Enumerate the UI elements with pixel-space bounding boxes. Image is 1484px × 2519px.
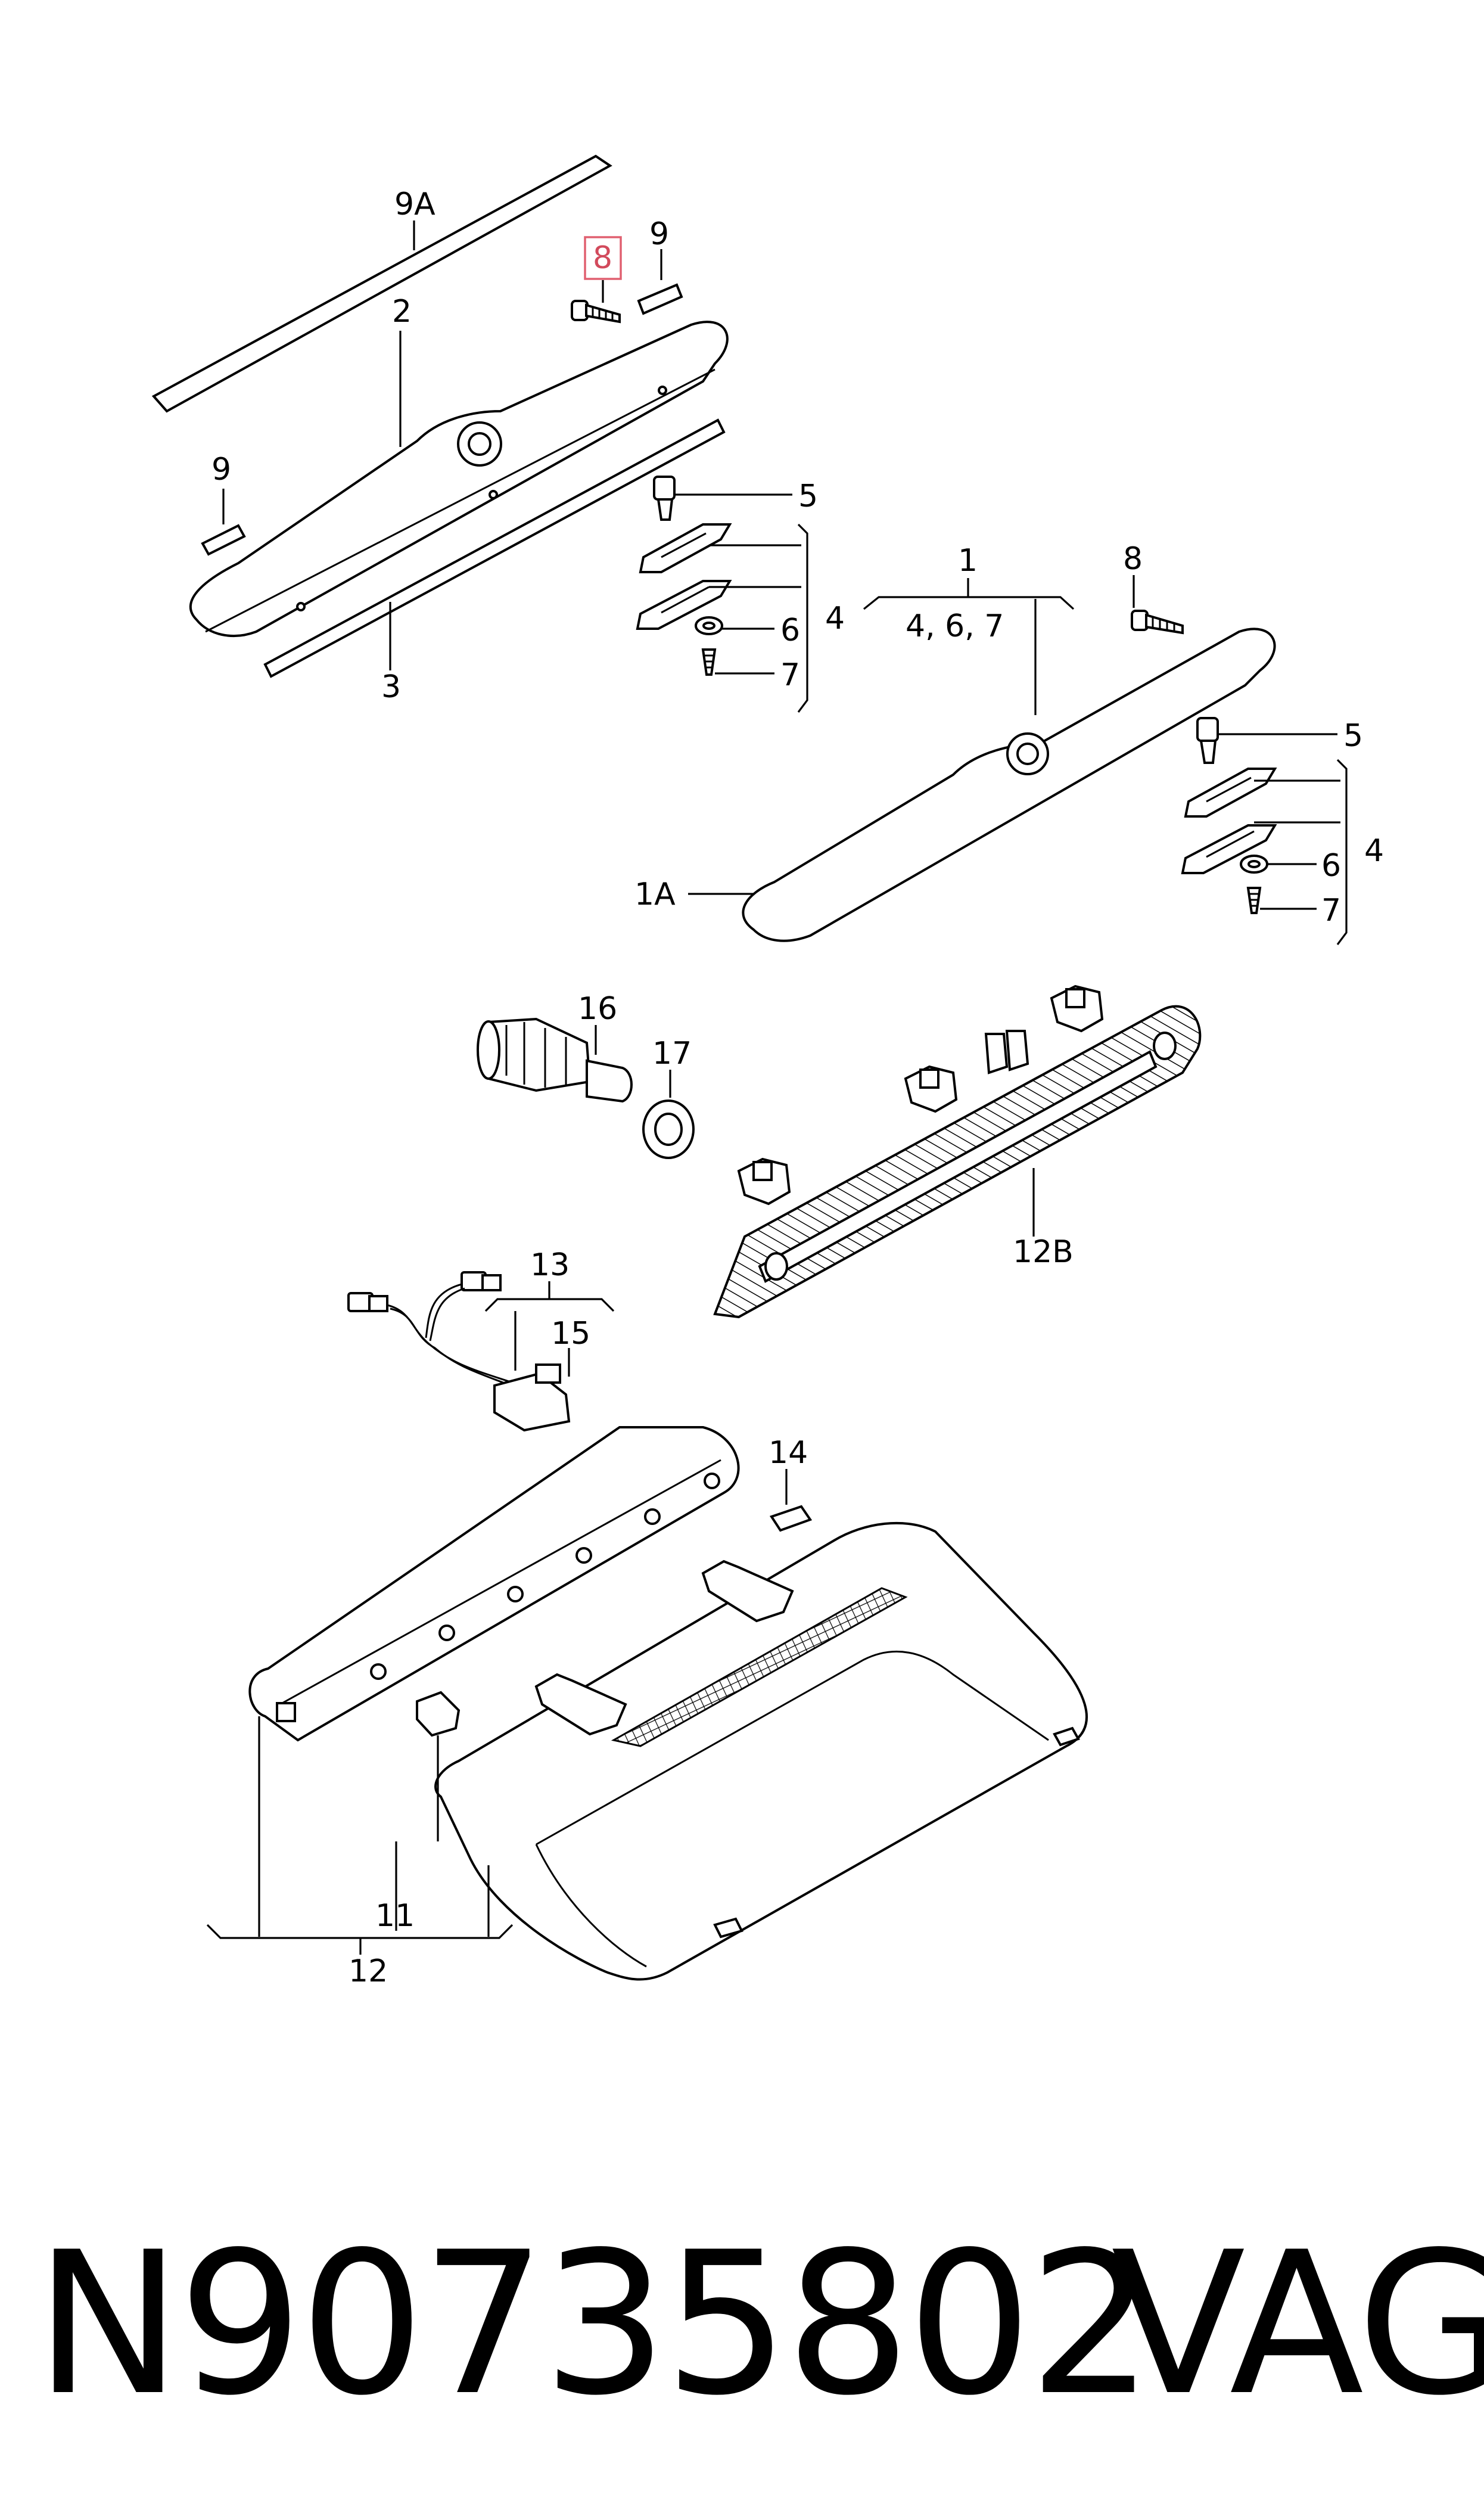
ring-17 bbox=[642, 1099, 695, 1159]
pad-9-left bbox=[201, 524, 246, 556]
label-7-b: 7 bbox=[1321, 893, 1341, 928]
label-9-top: 9 bbox=[649, 216, 669, 252]
strip-3 bbox=[263, 418, 726, 678]
label-8-right: 8 bbox=[1123, 541, 1143, 577]
clip-group-b bbox=[1181, 717, 1277, 914]
label-4-b: 4 bbox=[1364, 833, 1384, 869]
label-6-a: 6 bbox=[780, 613, 800, 648]
clip-14 bbox=[769, 1505, 813, 1532]
label-5-a: 5 bbox=[798, 479, 818, 514]
label-15: 15 bbox=[551, 1316, 590, 1352]
screw-8-right bbox=[1131, 610, 1184, 635]
highlight-box-8 bbox=[584, 236, 622, 280]
label-1a: 1A bbox=[634, 877, 676, 912]
pad-9-top bbox=[637, 283, 683, 315]
label-3: 3 bbox=[381, 669, 401, 705]
label-16: 16 bbox=[578, 991, 617, 1027]
label-11: 11 bbox=[375, 1898, 415, 1934]
screw-8-top bbox=[571, 300, 621, 324]
label-8-highlighted: 8 bbox=[593, 240, 612, 276]
brand: VAG bbox=[1111, 2210, 1484, 2439]
bulb-socket-16 bbox=[477, 1017, 633, 1103]
label-6-b: 6 bbox=[1321, 848, 1341, 884]
label-17: 17 bbox=[652, 1036, 692, 1071]
label-14: 14 bbox=[769, 1435, 808, 1471]
strip-9a bbox=[151, 154, 612, 413]
part-number: N90735802 bbox=[35, 2210, 1154, 2439]
label-13: 13 bbox=[530, 1247, 570, 1283]
label-12: 12 bbox=[349, 1953, 388, 1989]
clip-group-a bbox=[636, 476, 732, 676]
rail-2 bbox=[189, 321, 729, 637]
label-4-a: 4 bbox=[825, 601, 845, 636]
lamp-12b bbox=[713, 984, 1202, 1319]
lamp-housing-12 bbox=[248, 1426, 1088, 1981]
label-12b: 12B bbox=[1013, 1234, 1074, 1270]
label-1: 1 bbox=[958, 543, 978, 579]
harness-13 bbox=[347, 1271, 571, 1432]
label-1-sub: 4, 6, 7 bbox=[906, 608, 1004, 644]
label-5-b: 5 bbox=[1343, 718, 1363, 754]
footer: N90735802 VAG bbox=[0, 2199, 1484, 2449]
label-7-a: 7 bbox=[780, 657, 800, 693]
label-9-left: 9 bbox=[211, 452, 231, 487]
label-9a: 9A bbox=[394, 187, 435, 222]
rail-1a bbox=[742, 628, 1276, 942]
label-2: 2 bbox=[392, 294, 412, 330]
